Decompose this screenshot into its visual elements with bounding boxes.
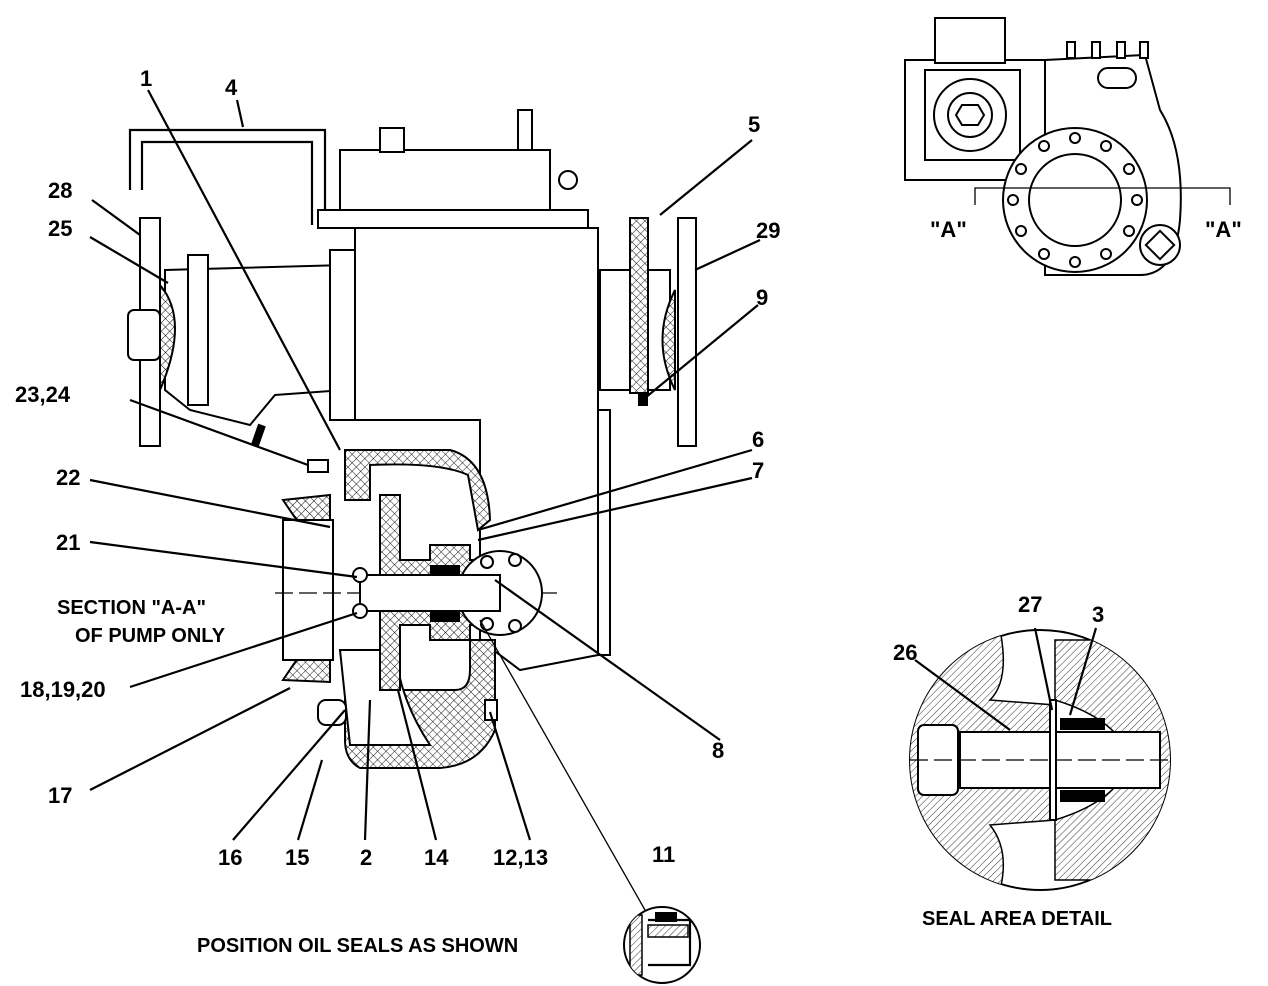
drain-plug-square	[1144, 229, 1176, 261]
top-view-inset: "A" "A"	[904, 17, 1242, 276]
pump-bore	[1028, 153, 1122, 247]
pump-casing-top	[344, 449, 492, 532]
label-23-24: 23,24	[15, 382, 71, 407]
seal-spring	[1060, 718, 1105, 802]
valve-body	[339, 149, 551, 216]
shaft-front	[359, 574, 501, 612]
label-28: 28	[48, 178, 72, 203]
gearbox-top	[934, 17, 1006, 64]
left-end-plate	[187, 254, 209, 406]
label-15: 15	[285, 845, 309, 870]
bolt	[508, 619, 522, 633]
left-coupling	[159, 282, 176, 391]
label-6: 6	[752, 427, 764, 452]
shaft-seal-spring	[430, 565, 460, 622]
fitting	[517, 109, 533, 151]
leader-27	[1033, 627, 1054, 711]
section-marker-left: "A"	[930, 217, 967, 242]
bolt	[352, 603, 368, 619]
fitting-9	[638, 392, 648, 406]
pump-section	[275, 449, 560, 769]
seal-washer	[1049, 699, 1057, 821]
inlet-ring	[282, 519, 334, 661]
label-12-13: 12,13	[493, 845, 548, 870]
section-line	[974, 187, 1231, 205]
label-11: 11	[652, 842, 675, 867]
label-17: 17	[48, 783, 72, 808]
right-plate-29	[677, 217, 697, 447]
mount-plate	[317, 209, 589, 229]
leader-26	[914, 659, 1011, 731]
valve-cap	[379, 127, 405, 153]
right-flange-5	[629, 217, 649, 394]
oil-seal-caption: POSITION OIL SEALS AS SHOWN	[197, 935, 518, 957]
bolt	[480, 555, 494, 569]
label-14: 14	[424, 845, 449, 870]
section-caption-line1: SECTION "A-A"	[57, 597, 206, 619]
nut-23	[307, 459, 329, 473]
oil-seal-detail	[623, 906, 701, 984]
part-labels: 1 4 5 28 25 29 9 23,24 6 7 22 21 8 18,19…	[15, 66, 780, 870]
top-fittings	[1066, 41, 1149, 59]
leader-lines	[89, 89, 761, 911]
label-9: 9	[756, 285, 768, 310]
section-caption-line2: OF PUMP ONLY	[75, 625, 226, 647]
label-21: 21	[56, 530, 80, 555]
shaft-nut	[954, 104, 986, 126]
left-hub	[127, 309, 161, 361]
label-3: 3	[1092, 602, 1104, 627]
slot-plate	[1097, 67, 1137, 89]
main-assembly	[89, 89, 761, 911]
nut-12	[484, 699, 498, 721]
leader-3	[1068, 627, 1098, 716]
right-coupling	[661, 289, 676, 391]
label-8: 8	[712, 738, 724, 763]
bolt	[508, 553, 522, 567]
eye-fitting	[558, 170, 578, 190]
label-27: 27	[1018, 592, 1042, 617]
label-25: 25	[48, 216, 72, 241]
label-7: 7	[752, 458, 764, 483]
label-1: 1	[140, 66, 152, 91]
label-26: 26	[893, 640, 917, 665]
seal-detail-caption: SEAL AREA DETAIL	[922, 908, 1112, 930]
label-18-19-20: 18,19,20	[20, 677, 106, 702]
seal-area-detail: 27 3 26 SEAL AREA DETAIL	[893, 592, 1171, 930]
label-2: 2	[360, 845, 372, 870]
label-16: 16	[218, 845, 242, 870]
bracket-inner	[140, 140, 314, 225]
left-flange	[329, 249, 356, 421]
side-cover	[597, 409, 611, 656]
label-22: 22	[56, 465, 80, 490]
label-29: 29	[756, 218, 780, 243]
section-marker-right: "A"	[1205, 217, 1242, 242]
bracket	[128, 128, 327, 215]
bolt	[352, 567, 368, 583]
label-5: 5	[748, 112, 760, 137]
flange-bolts	[1007, 132, 1143, 268]
label-4: 4	[225, 75, 238, 100]
